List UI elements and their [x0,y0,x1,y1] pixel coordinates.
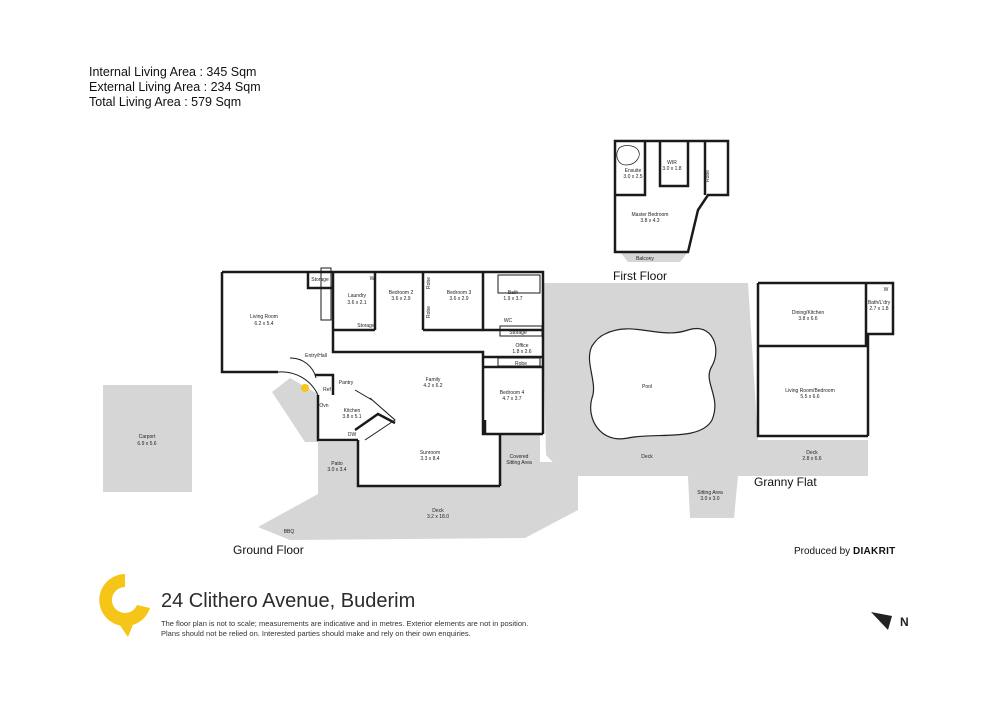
deck-size: 3.2 x 18.0 [427,514,449,520]
storage-laundry-label: Storage [357,323,375,329]
ground-floor-fixtures [277,267,543,441]
you-are-here-marker [301,384,309,392]
bbq-label: BBQ [284,529,295,535]
granny-deck-size: 2.8 x 6.6 [802,456,821,462]
pool [588,327,717,440]
carport-area [103,385,192,492]
washer-label: W [370,276,375,282]
robe-label-3: Robe [515,361,527,367]
exterior-areas [103,252,868,540]
entry-hall-label: Entry/Hall [305,353,327,359]
disclaimer: The floor plan is not to scale; measurem… [161,619,528,639]
balcony-label: Balcony [636,256,654,262]
bath-laundry-size: 2.7 x 1.8 [869,306,888,312]
sitting-area-size: 3.0 x 3.0 [700,496,719,502]
robe-label-4: Robe [705,170,711,182]
area-summary: Internal Living Area : 345 Sqm External … [89,65,261,110]
granny-deck-label: Deck [806,450,818,456]
family-size: 4.2 x 6.2 [423,383,442,389]
ref-label: Ref [323,387,331,393]
bedroom-4-size: 4.7 x 3.7 [502,396,521,402]
agency-logo [99,574,150,637]
patio-label: Patio [331,461,343,467]
master-bedroom-size: 3.8 x 4.3 [640,218,659,224]
ensuite-size: 3.0 x 2.5 [623,174,642,180]
bath-label: Bath [508,290,519,296]
dishwasher-label: DW [348,432,357,438]
ground-floor-walls [220,270,545,488]
bathtub-icon [616,145,640,166]
kitchen-label: Kitchen [344,408,361,414]
oven-label: Ovn [319,403,328,409]
storage-label: Storage [311,277,329,283]
sitting-area-label-2: Sitting Area [697,490,723,496]
living-room-label: Living Room [250,314,278,320]
bath-laundry-label: Bath/L'dry [868,300,891,306]
balcony-area [620,252,688,262]
living-bedroom-label: Living Room/Bedroom [785,388,834,394]
bedroom-3-size: 3.6 x 2.9 [449,296,468,302]
external-area: External Living Area : 234 Sqm [89,80,261,94]
pool-label: Pool [642,384,652,390]
bedroom-3-label: Bedroom 3 [447,290,472,296]
covered-label: Covered [510,454,529,460]
master-bedroom-label: Master Bedroom [632,212,669,218]
north-letter: N [900,615,909,629]
room-labels: Carport 6.9 x 5.6 Living Room 6.2 x 5.4 … [137,160,890,535]
office-label: Office [516,343,529,349]
north-arrow-icon: N [871,612,909,630]
first-floor-walls [613,139,730,254]
bedroom-2-size: 3.6 x 2.9 [391,296,410,302]
bath-size: 1.9 x 3.7 [503,296,522,302]
family-label: Family [426,377,441,383]
sitting-area-label: Sitting Area [506,460,532,466]
kitchen-size: 3.8 x 5.1 [342,414,361,420]
bedroom-4-label: Bedroom 4 [500,390,525,396]
disclaimer-line-2: Plans should not be relied on. Intereste… [161,629,471,638]
patio-size: 3.0 x 3.4 [327,467,346,473]
office-size: 1.8 x 2.6 [512,349,531,355]
wir-size: 3.0 x 1.8 [662,166,681,172]
wc-label: WC [504,318,513,324]
deck-area [258,442,578,540]
dining-kitchen-size: 3.8 x 6.6 [798,316,817,322]
washer-label-2: W [884,287,889,293]
deck-label: Deck [432,508,444,514]
wir-label: WIR [667,160,677,166]
laundry-size: 3.6 x 2.1 [347,300,366,306]
robe-label-1: Robe [426,277,432,289]
dining-kitchen-label: Dining/Kitchen [792,310,824,316]
produced-by: Produced by DIAKRIT [794,546,896,557]
living-bedroom-size: 5.5 x 6.6 [800,394,819,400]
carport-label: Carport [139,434,156,440]
ground-floor-label: Ground Floor [233,543,304,557]
logo-pin-tail [112,612,138,637]
living-room-size: 6.2 x 5.4 [254,321,273,327]
internal-area: Internal Living Area : 345 Sqm [89,65,257,79]
laundry-label: Laundry [348,293,367,299]
sunroom-label: Sunroom [420,450,440,456]
storage-hall-label: Storage [509,330,527,336]
diakrit-brand: DIAKRIT [852,546,896,557]
robe-label-2: Robe [426,306,432,318]
entry-porch-area [272,378,318,442]
total-area: Total Living Area : 579 Sqm [89,95,242,109]
covered-sitting-area [500,434,540,486]
first-floor-label: First Floor [613,269,667,283]
north-indicator: N [870,608,920,639]
granny-flat-walls [756,281,895,438]
property-address: 24 Clithero Avenue, Buderim [161,590,416,612]
pool-deck-label: Deck [641,454,653,460]
bedroom-2-label: Bedroom 2 [389,290,414,296]
ensuite-label: Ensuite [625,168,642,174]
carport-size: 6.9 x 5.6 [137,441,156,447]
produced-by-label: Produced by [794,546,851,557]
disclaimer-line-1: The floor plan is not to scale; measurem… [161,619,529,628]
sunroom-size: 3.3 x 8.4 [420,456,439,462]
granny-flat-label: Granny Flat [754,475,817,489]
pantry-label: Pantry [339,380,354,386]
